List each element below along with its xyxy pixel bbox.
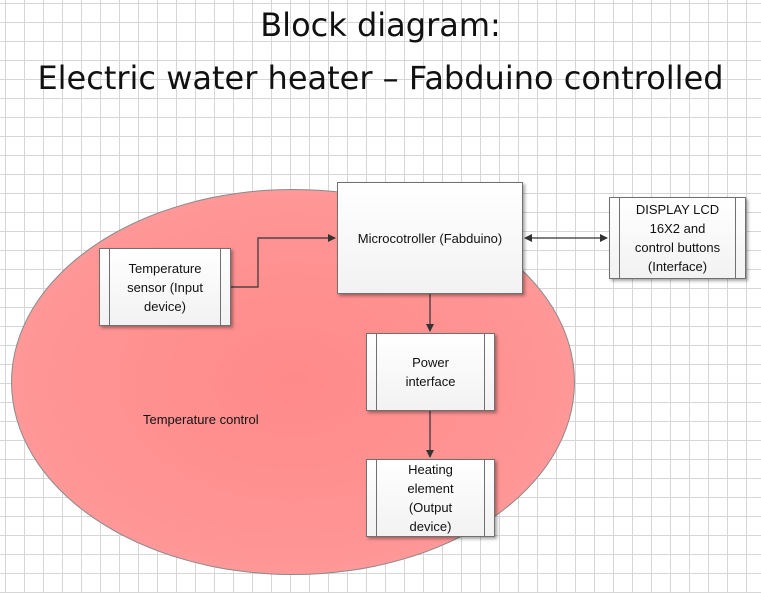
microcontroller-block: Microcotroller (Fabduino) [337, 182, 523, 294]
connector-sensor-to-microcontroller [231, 234, 336, 288]
diagram-title-line-1: Block diagram: [260, 6, 501, 44]
heating-element-label: Heating element (Output device) [407, 462, 454, 534]
heating-element-block: Heating element (Output device) [366, 459, 495, 537]
microcontroller-label: Microcotroller (Fabduino) [357, 230, 503, 246]
display-label: DISPLAY LCD 16X2 and control buttons (In… [634, 202, 721, 274]
temperature-sensor-label: Temperature sensor (Input device) [127, 260, 203, 314]
temperature-control-label: Temperature control [143, 412, 259, 427]
power-interface-block: Power interface [366, 333, 495, 411]
temperature-sensor-block: Temperature sensor (Input device) [99, 248, 231, 326]
display-block: DISPLAY LCD 16X2 and control buttons (In… [609, 197, 746, 279]
power-interface-label: Power interface [405, 355, 456, 389]
diagram-title-line-2: Electric water heater – Fabduino control… [37, 59, 724, 97]
